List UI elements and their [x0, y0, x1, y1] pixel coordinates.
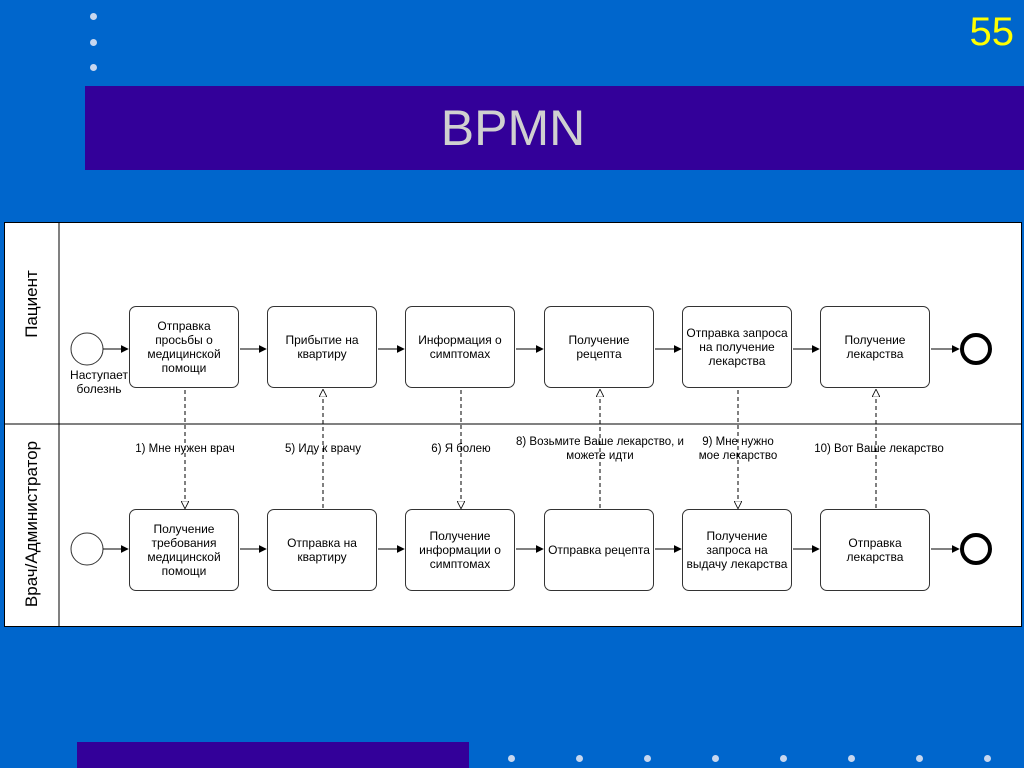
task-request-help: Отправка просьбы о медицинской помощи — [129, 306, 239, 388]
end-event-doctor — [960, 533, 992, 565]
lane-label-patient: Пациент — [22, 270, 41, 338]
task-symptom-info: Информация о симптомах — [405, 306, 515, 388]
task-receive-symptom-info: Получение информации о симптомах — [405, 509, 515, 591]
message-label-1: 1) Мне нужен врач — [135, 443, 235, 455]
decor-dot — [712, 755, 719, 762]
task-send-medicine-request: Отправка запроса на получение лекарства — [682, 306, 792, 388]
message-label-5: 5) Иду к врачу — [285, 443, 361, 455]
task-send-medicine: Отправка лекарства — [820, 509, 930, 591]
decor-dot — [508, 755, 515, 762]
decor-dot — [848, 755, 855, 762]
decor-dot — [576, 755, 583, 762]
start-event-patient — [70, 332, 104, 366]
decor-dot — [644, 755, 651, 762]
slide-title: BPMN — [440, 100, 586, 156]
decor-dot — [90, 64, 97, 71]
end-event-patient — [960, 333, 992, 365]
task-dispatch-to-apartment: Отправка на квартиру — [267, 509, 377, 591]
diagram-connectors — [4, 222, 1022, 627]
message-label-6: 6) Я болею — [431, 443, 491, 455]
task-receive-medicine: Получение лекарства — [820, 306, 930, 388]
start-event-label: Наступает болезнь — [70, 368, 128, 396]
task-send-prescription: Отправка рецепта — [544, 509, 654, 591]
message-label-8: 8) Возьмите Ваше лекарство, и можете идт… — [516, 436, 684, 462]
decor-dot — [90, 39, 97, 46]
lane-label-doctor: Врач/Администратор — [22, 440, 41, 608]
task-receive-help-request: Получение требования медицинской помощи — [129, 509, 239, 591]
bpmn-diagram: Пациент Врач/Администратор Наступает бол… — [4, 222, 1022, 627]
footer-band — [77, 742, 469, 768]
task-arrive-apartment: Прибытие на квартиру — [267, 306, 377, 388]
title-band: BPMN — [85, 86, 1024, 170]
decor-dot — [916, 755, 923, 762]
message-label-10: 10) Вот Ваше лекарство — [814, 443, 944, 455]
decor-dot — [90, 13, 97, 20]
task-receive-medicine-request: Получение запроса на выдачу лекарства — [682, 509, 792, 591]
start-event-doctor — [70, 532, 104, 566]
message-flows — [185, 390, 876, 508]
task-receive-prescription: Получение рецепта — [544, 306, 654, 388]
decor-dot — [780, 755, 787, 762]
message-label-9: 9) Мне нужно мое лекарство — [698, 436, 778, 462]
slide-number: 55 — [969, 10, 1015, 54]
decor-dot — [984, 755, 991, 762]
